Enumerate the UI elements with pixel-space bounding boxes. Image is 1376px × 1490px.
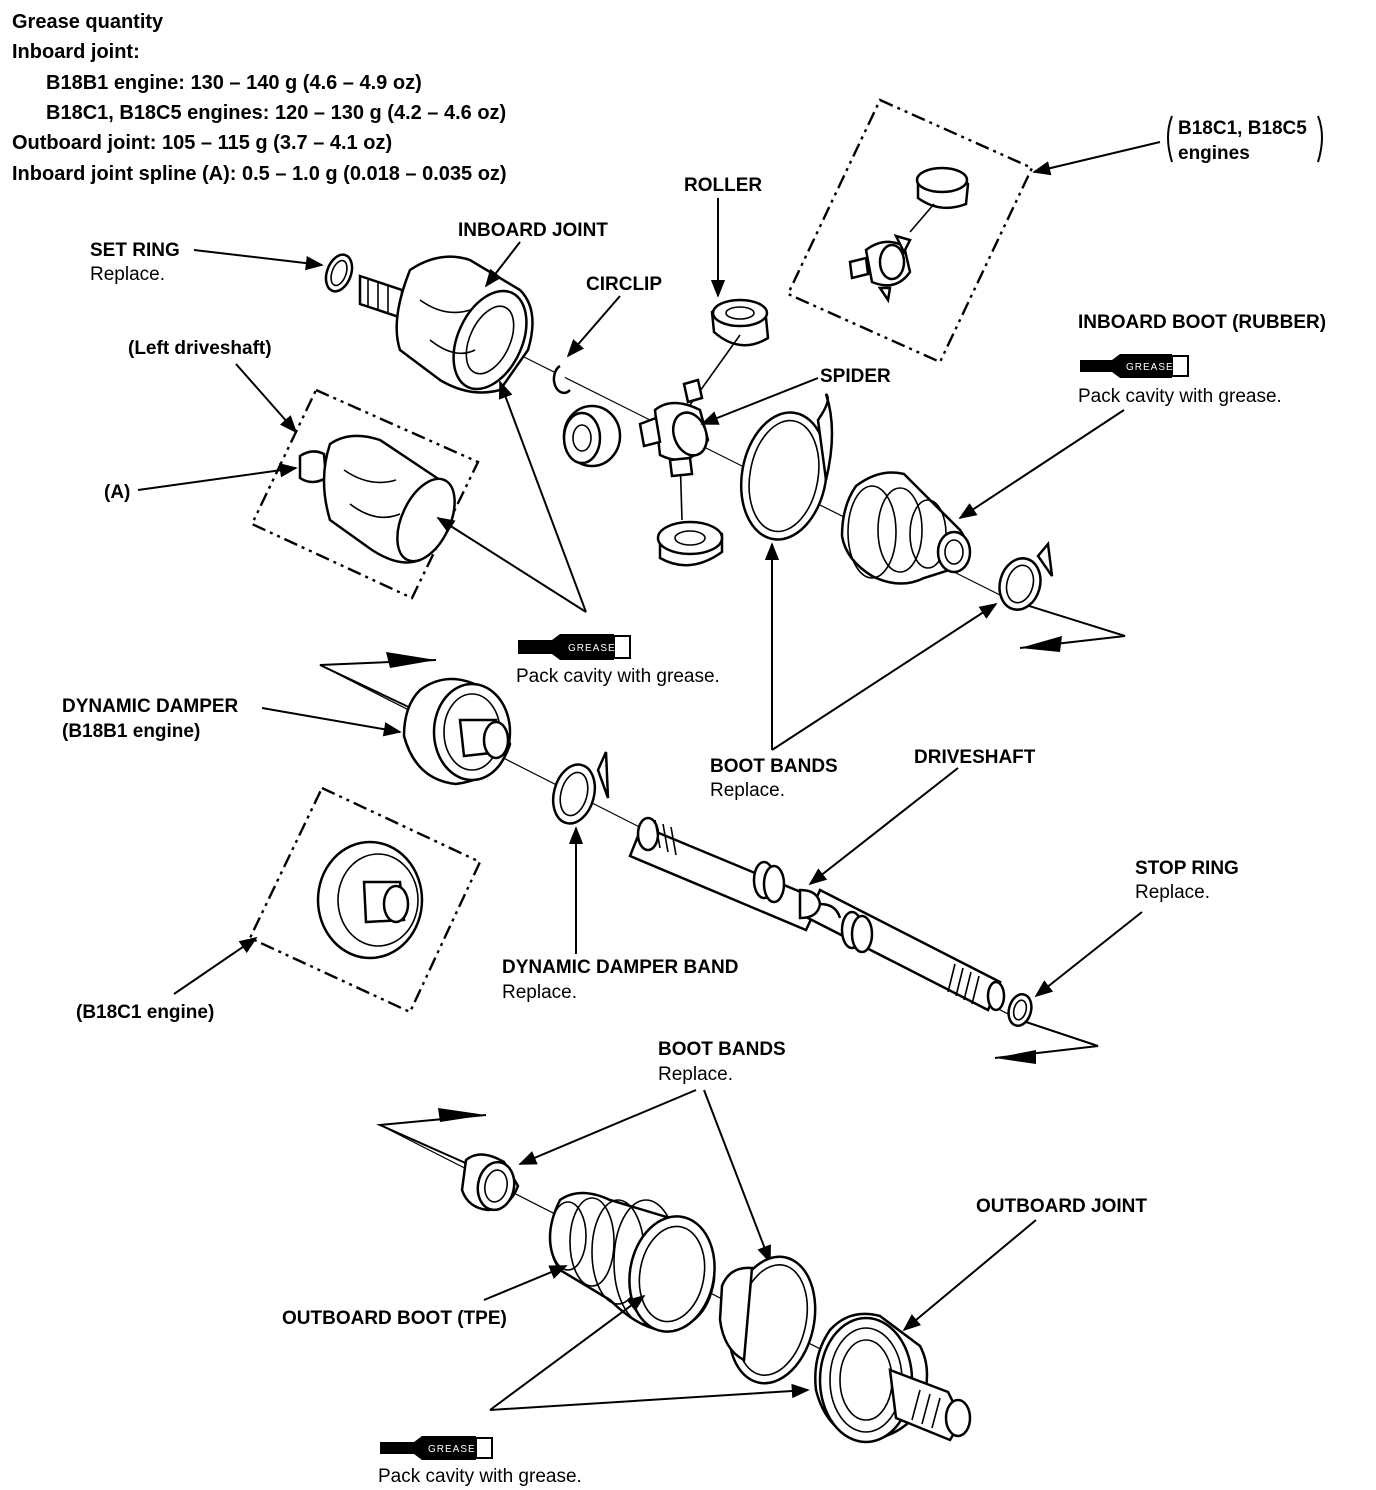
outboard-boot <box>548 1191 716 1333</box>
inboard-boot-note: Pack cavity with grease. <box>1078 386 1282 407</box>
grease-tube-text-inboard-boot: GREASE <box>1126 362 1174 373</box>
inboard-b18c-quantity: B18C1, B18C5 engines: 120 – 130 g (4.2 –… <box>46 102 506 124</box>
left-driveshaft-label: (Left driveshaft) <box>128 338 272 359</box>
boot-band-large-lower <box>718 1255 817 1385</box>
inboard-boot <box>840 471 972 585</box>
roller <box>710 298 770 347</box>
outboard-grease-note: Pack cavity with grease. <box>378 1466 582 1487</box>
b18c1-damper-inset <box>248 786 482 1014</box>
boot-bands-upper-label: BOOT BANDS <box>710 756 838 777</box>
grease-quantity-block: Grease quantity Inboard joint: B18B1 eng… <box>12 11 507 185</box>
roller-bearing-bottom <box>656 520 724 567</box>
inboard-b18b1-quantity: B18B1 engine: 130 – 140 g (4.6 – 4.9 oz) <box>46 72 422 94</box>
circlip-label: CIRCLIP <box>586 274 662 295</box>
a-label: (A) <box>104 482 130 503</box>
dynamic-damper-label: DYNAMIC DAMPER <box>62 696 239 717</box>
stop-ring-note: Replace. <box>1135 882 1210 903</box>
inboard-joint-heading: Inboard joint: <box>12 41 140 63</box>
spline-quantity: Inboard joint spline (A): 0.5 – 1.0 g (0… <box>12 163 507 185</box>
boot-band-small-upper <box>998 540 1054 611</box>
stop-ring <box>1007 993 1033 1027</box>
boot-bands-upper-note: Replace. <box>710 780 785 801</box>
stop-ring-label: STOP RING <box>1135 858 1239 879</box>
b18c-spider-inset <box>786 98 1034 364</box>
outboard-joint <box>814 1312 972 1444</box>
grease-tube-icon: GREASE <box>436 380 631 660</box>
spider <box>638 334 741 521</box>
b18c1-engine-label: (B18C1 engine) <box>76 1002 214 1023</box>
dynamic-damper-band-note: Replace. <box>502 982 577 1003</box>
roller-bearing-left <box>562 404 622 468</box>
boot-band-large-upper <box>739 393 834 541</box>
left-driveshaft-inset <box>250 388 480 600</box>
dynamic-damper-band <box>551 751 610 825</box>
dynamic-damper-band-label: DYNAMIC DAMPER BAND <box>502 957 738 978</box>
outboard-joint-label: OUTBOARD JOINT <box>976 1196 1147 1217</box>
inboard-boot-label: INBOARD BOOT (RUBBER) <box>1078 312 1326 333</box>
outboard-boot-label: OUTBOARD BOOT (TPE) <box>282 1308 507 1329</box>
grease-tube-text-outboard: GREASE <box>428 1444 476 1455</box>
dynamic-damper-engine: (B18B1 engine) <box>62 721 200 742</box>
set-ring-note: Replace. <box>90 264 165 285</box>
roller-label: ROLLER <box>684 175 762 196</box>
boot-bands-lower-label: BOOT BANDS <box>658 1039 786 1060</box>
outboard-joint-quantity: Outboard joint: 105 – 115 g (3.7 – 4.1 o… <box>12 132 392 154</box>
grease-tube-icon-outboard: GREASE <box>380 1294 810 1460</box>
dynamic-damper <box>402 677 512 786</box>
driveshaft <box>628 816 1006 1012</box>
circlip <box>552 364 571 395</box>
spider-label: SPIDER <box>820 366 891 387</box>
boot-bands-lower-note: Replace. <box>658 1064 733 1085</box>
b18c-engines-label-line2: engines <box>1178 143 1250 164</box>
set-ring <box>324 253 354 293</box>
grease-tube-text: GREASE <box>568 643 616 654</box>
b18c-engines-label-line1: B18C1, B18C5 <box>1178 118 1307 139</box>
inboard-joint <box>358 255 534 394</box>
grease-quantity-title: Grease quantity <box>12 11 164 33</box>
inboard-joint-label: INBOARD JOINT <box>458 220 608 241</box>
set-ring-label: SET RING <box>90 240 180 261</box>
inboard-joint-grease-note: Pack cavity with grease. <box>516 666 720 687</box>
driveshaft-label: DRIVESHAFT <box>914 747 1036 768</box>
grease-tube-icon-inboard-boot: GREASE <box>1080 354 1189 378</box>
boot-band-small-lower <box>460 1153 520 1212</box>
